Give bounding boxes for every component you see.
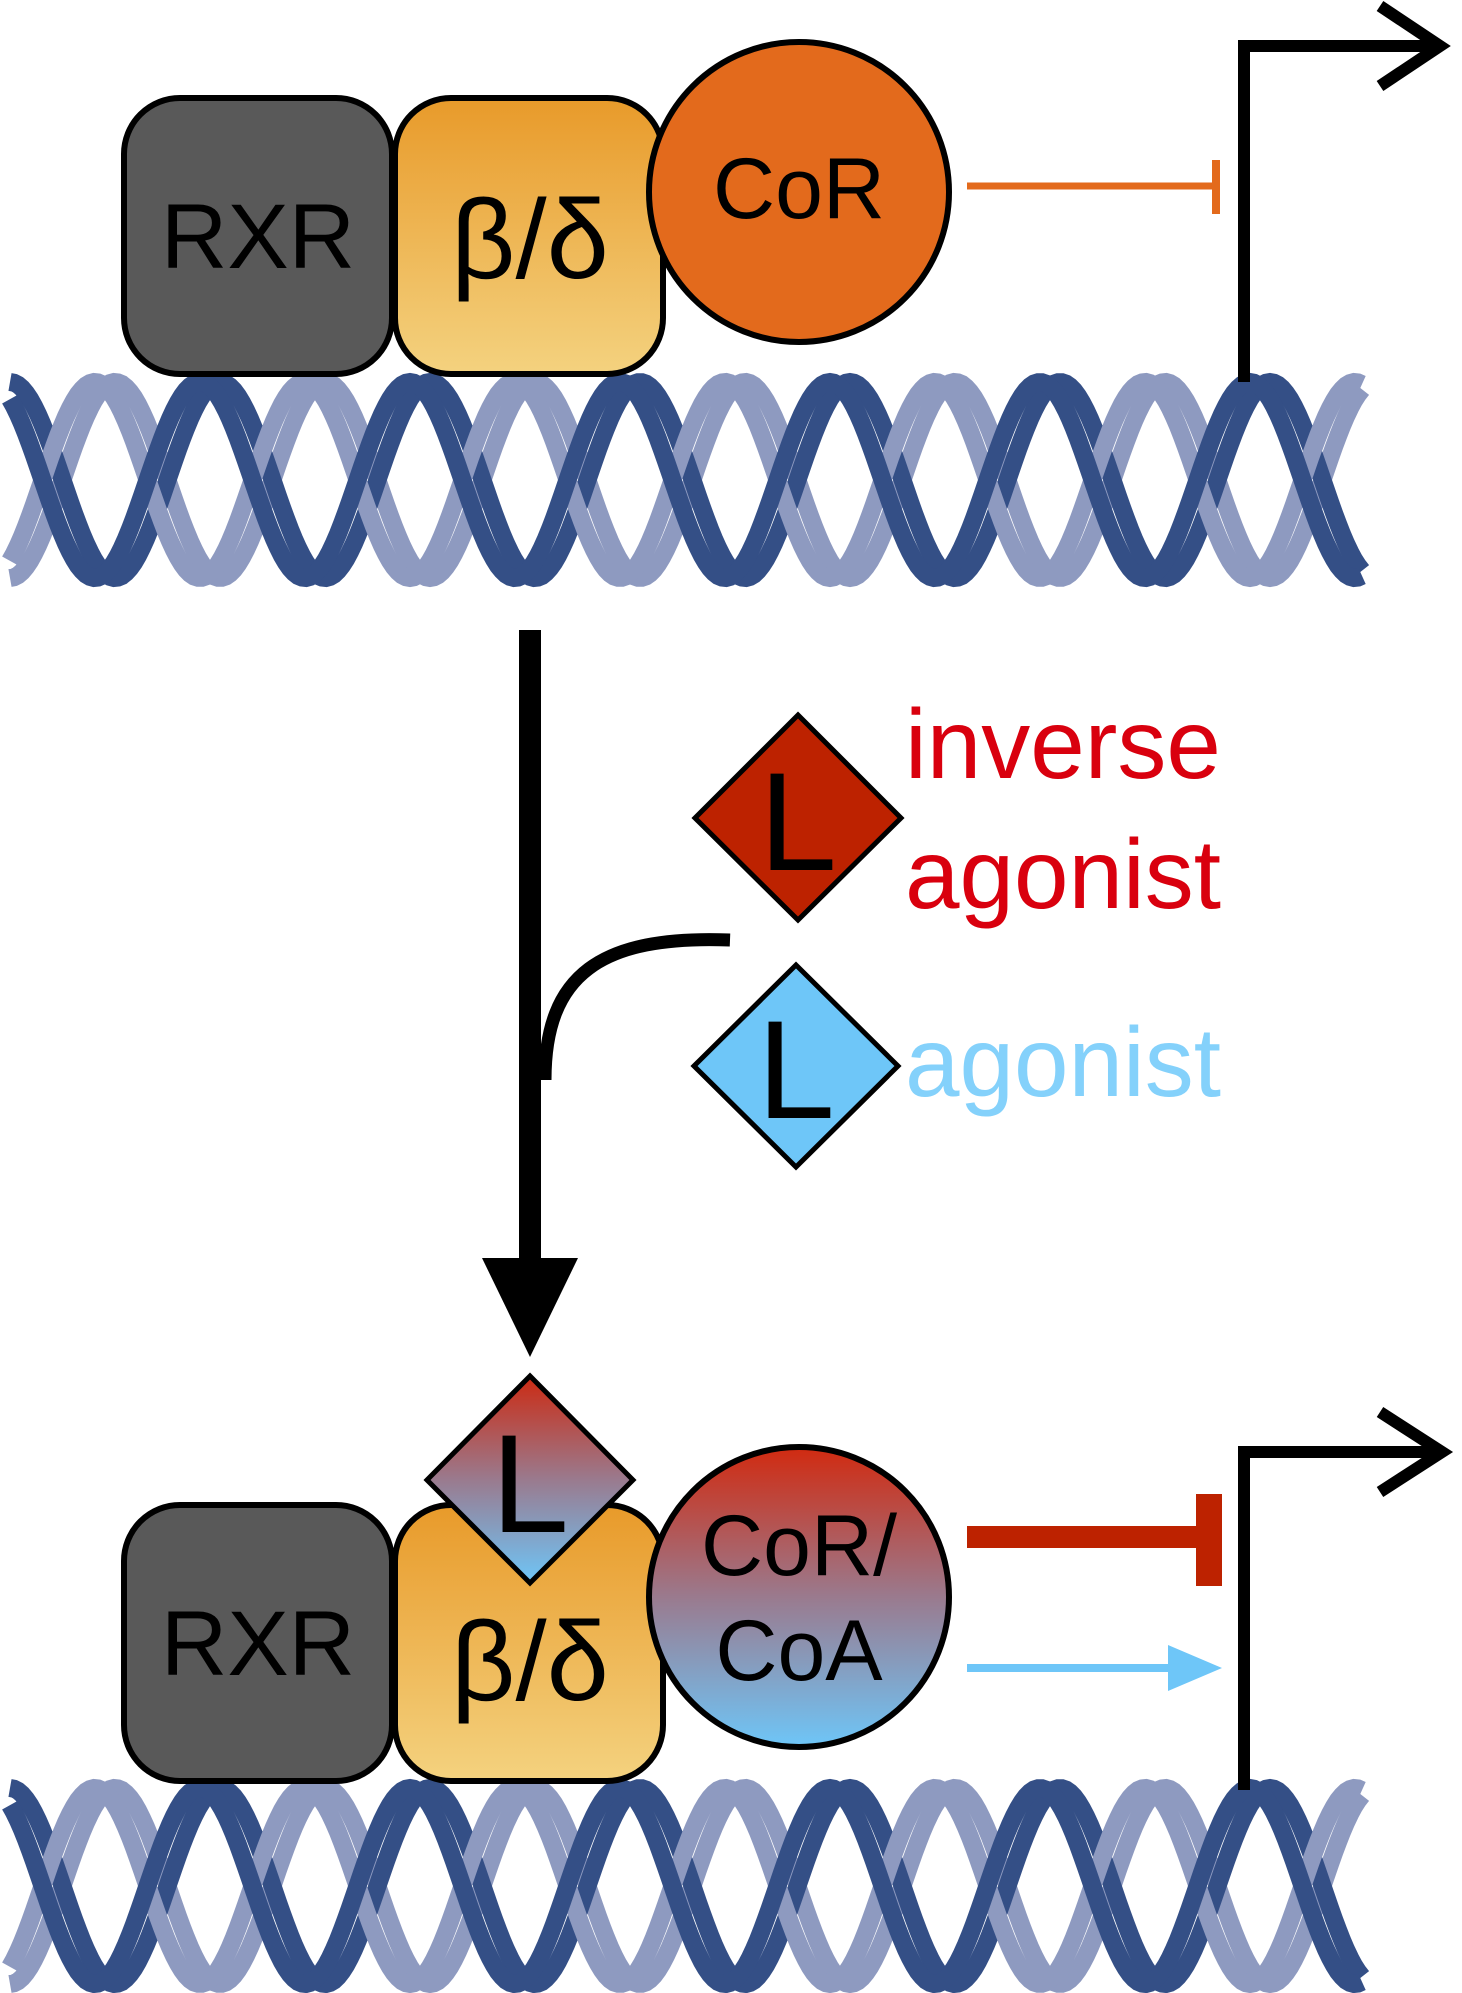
transcription-start-arrow-bottom <box>1238 1406 1454 1790</box>
dna-front-strand <box>8 372 1370 588</box>
rxr-label-bottom: RXR <box>161 1593 355 1695</box>
dna-back-strand-2 <box>2 1778 1366 1993</box>
dna-double-helix-top <box>2 372 1370 588</box>
corepressor-top: CoR <box>646 39 952 345</box>
repression-line-top <box>967 160 1220 214</box>
activation-arrow-bottom <box>967 1645 1222 1691</box>
coregulator-cor-coa: CoR/ CoA <box>646 1444 952 1750</box>
inverse-agonist-ligand: L <box>691 711 905 924</box>
bound-ligand-symbol: L <box>491 1405 569 1562</box>
dna-front-strand-2 <box>2 372 1366 588</box>
corepressor-label-top: CoR <box>713 141 885 237</box>
rxr-protein-bottom: RXR <box>121 1502 395 1784</box>
rxr-protein-top: RXR <box>121 95 395 377</box>
dna-front-strand-2 <box>2 1778 1366 1993</box>
dna-back-strand-2 <box>2 372 1366 588</box>
agonist-label: agonist <box>905 1007 1221 1117</box>
inverse-agonist-ligand-symbol: L <box>759 743 837 900</box>
coregulator-label-line1: CoR/ <box>701 1498 897 1594</box>
dna-double-helix-bottom <box>2 1778 1370 1993</box>
bound-ligand-mixed: L <box>423 1372 637 1587</box>
agonist-ligand: L <box>690 961 902 1171</box>
inverse-label-line2: agonist <box>905 819 1221 929</box>
ppar-beta-delta-protein-bottom: β/δ <box>392 1502 666 1784</box>
ppar-beta-delta-protein-top: β/δ <box>392 95 666 377</box>
rxr-label-top: RXR <box>161 186 355 288</box>
ppar-label-bottom: β/δ <box>451 1599 609 1724</box>
agonist-ligand-symbol: L <box>757 991 835 1148</box>
dna-front-strand <box>8 1778 1370 1993</box>
inverse-label-line1: inverse <box>905 689 1221 799</box>
coregulator-label-line2: CoA <box>715 1603 883 1699</box>
ppar-label-top: β/δ <box>451 177 609 302</box>
repression-line-bottom <box>967 1494 1222 1586</box>
main-transition-arrow <box>482 630 731 1357</box>
transcription-start-arrow-top <box>1238 1 1451 382</box>
top-receptor-complex: RXR β/δ CoR <box>121 39 952 377</box>
bottom-receptor-complex: RXR β/δ L CoR/ CoA <box>121 1372 952 1784</box>
